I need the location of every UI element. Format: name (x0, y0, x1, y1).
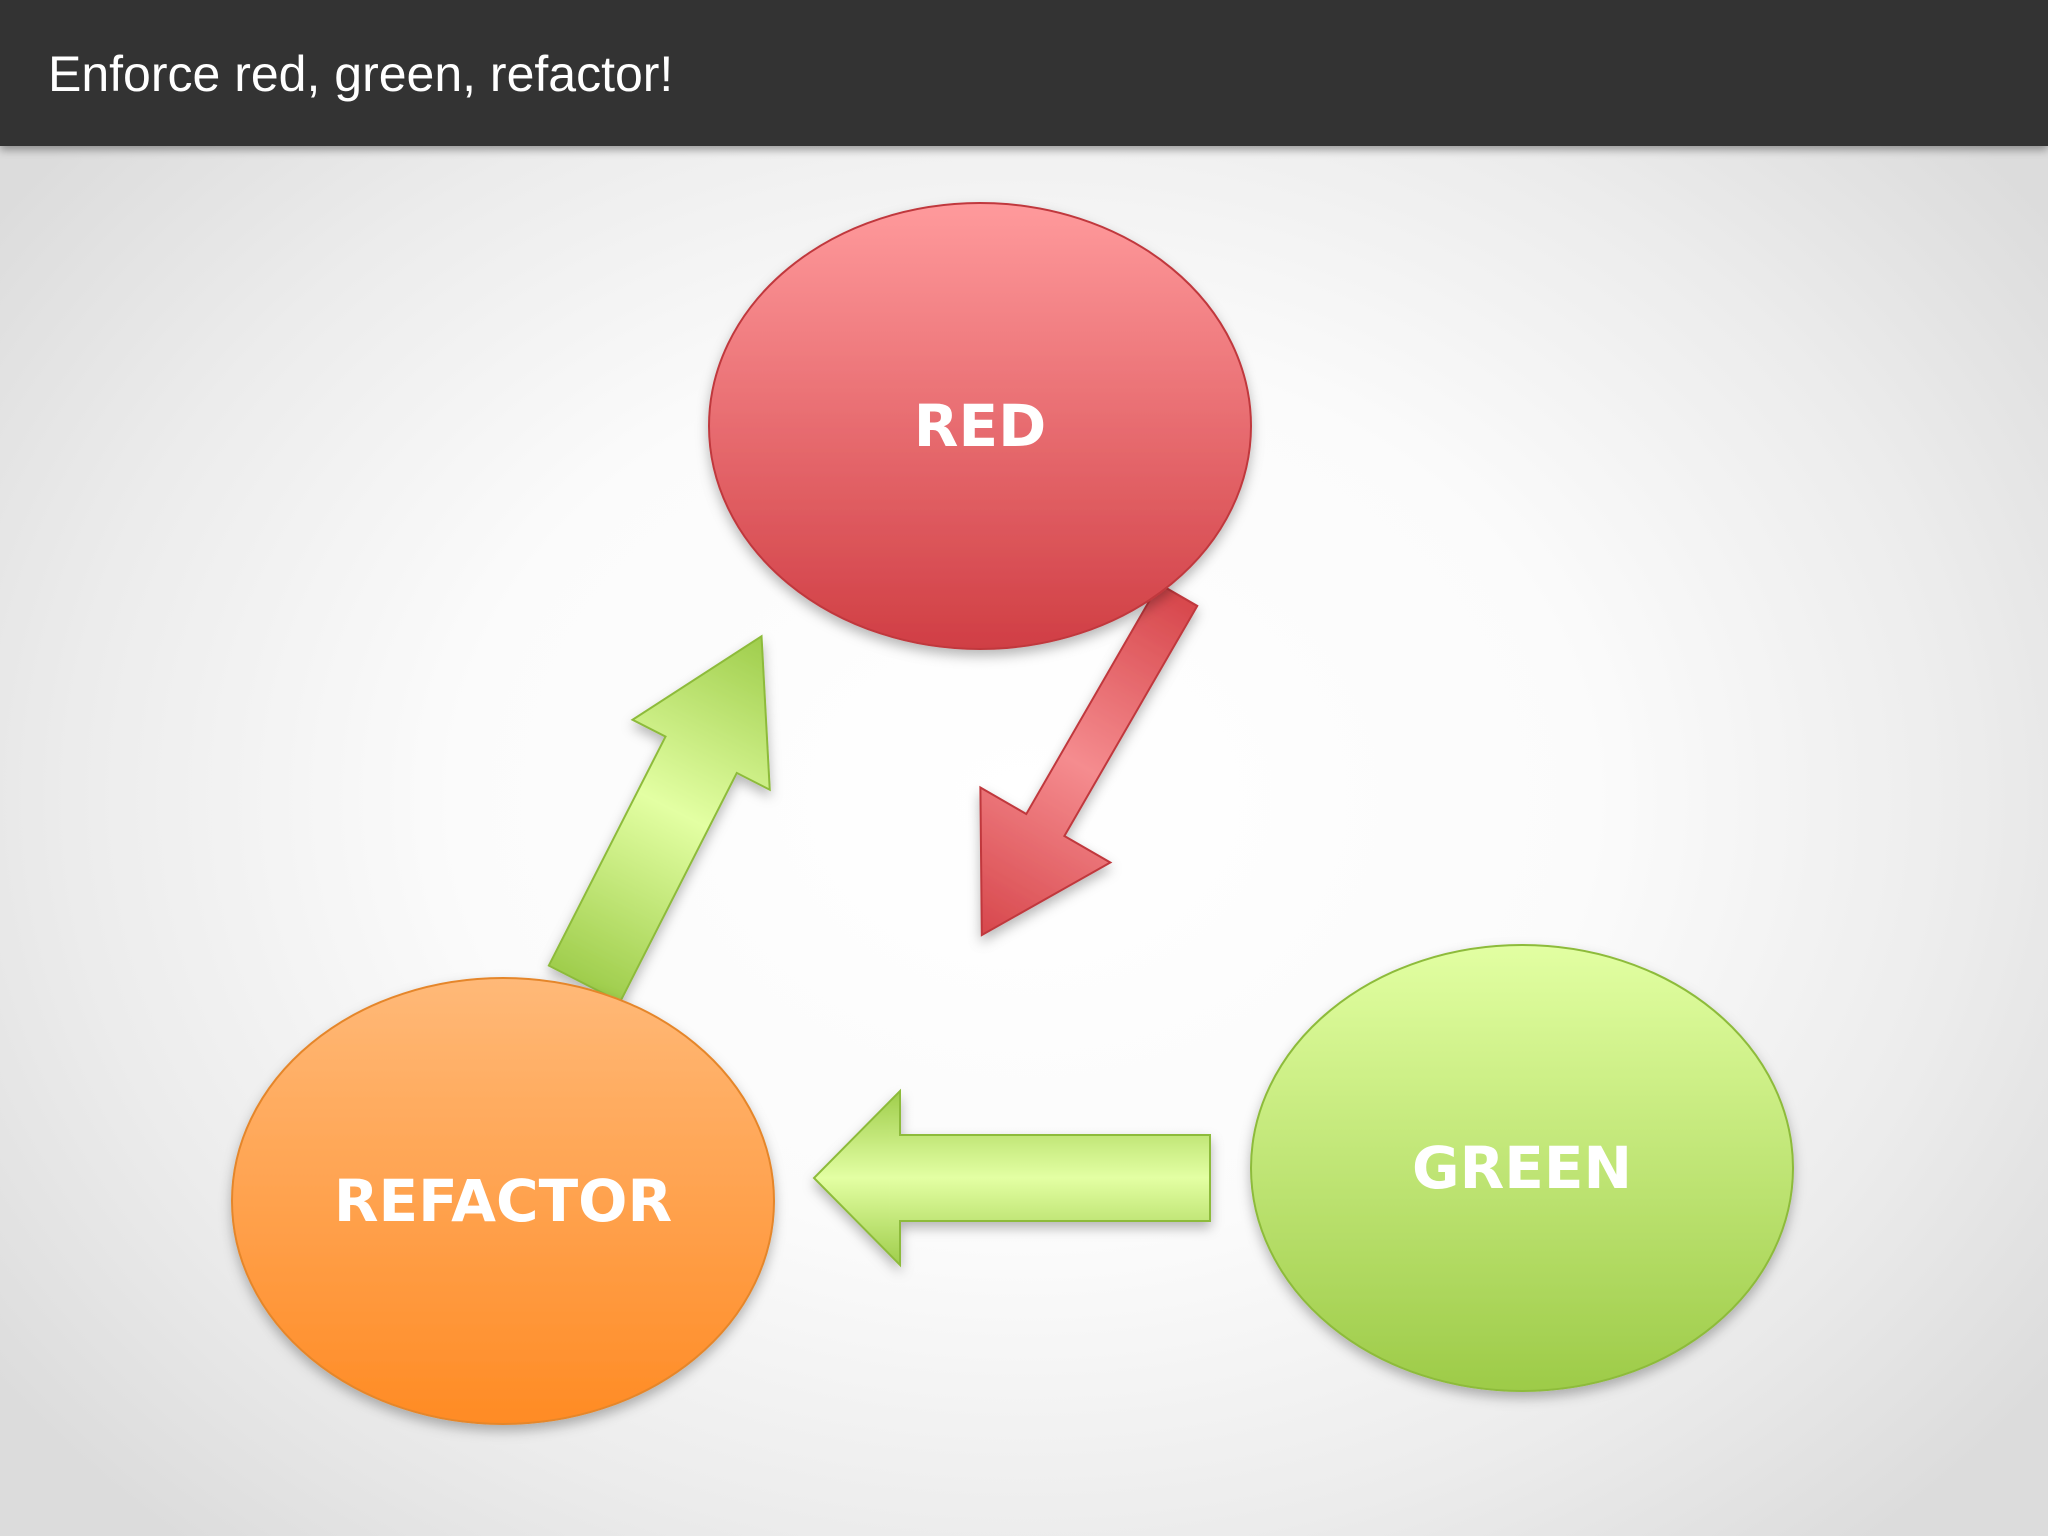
node-refactor-label: REFACTOR (334, 1167, 672, 1235)
arrow-refactor-to-red (547, 634, 771, 1004)
node-green (1250, 944, 1794, 1392)
arrow-green-to-refactor (812, 1088, 1211, 1268)
node-refactor (231, 977, 775, 1425)
slide-title: Enforce red, green, refactor! (48, 46, 674, 102)
node-green-label: GREEN (1412, 1134, 1632, 1202)
node-red (708, 202, 1252, 650)
node-red-label: RED (914, 392, 1046, 460)
arrow-red-to-green (979, 582, 1199, 937)
title-bar: Enforce red, green, refactor! (0, 0, 2048, 146)
